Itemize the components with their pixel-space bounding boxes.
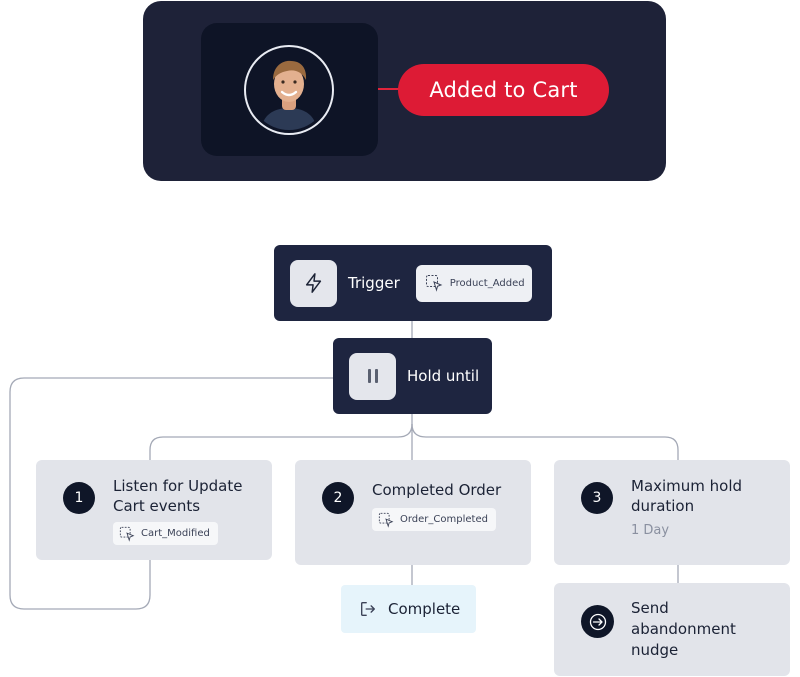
step-number-3: 3: [581, 482, 613, 514]
branch-2-title: Completed Order: [372, 481, 502, 499]
complete-label: Complete: [388, 600, 461, 618]
branch-card-2[interactable]: 2 Completed Order Order_Completed: [295, 460, 531, 565]
branch-2-event-chip[interactable]: Order_Completed: [372, 508, 496, 531]
cursor-select-icon: [119, 526, 135, 542]
pause-icon: [349, 352, 396, 400]
connector-loop: [9, 377, 333, 610]
complete-node[interactable]: Complete: [341, 585, 476, 633]
cursor-select-icon: [378, 512, 394, 528]
connector-branch-1: [149, 414, 413, 460]
branch-1-title-line2: Cart events: [113, 497, 201, 515]
branch-1-title-line1: Listen for Update: [113, 477, 243, 495]
send-nudge-card[interactable]: Send abandonment nudge: [554, 583, 790, 676]
trigger-event-chip[interactable]: Product_Added: [415, 264, 532, 302]
branch-3-title-line1: Maximum hold: [631, 477, 743, 495]
branch-1-event-chip[interactable]: Cart_Modified: [113, 522, 218, 545]
nudge-line3: nudge: [631, 641, 679, 659]
branch-card-1[interactable]: 1 Listen for Update Cart events Cart_Mod…: [36, 460, 272, 560]
branch-3-duration: 1 Day: [631, 523, 670, 538]
avatar: [244, 45, 334, 135]
nudge-line2: abandonment: [631, 620, 736, 638]
lightning-icon: [290, 259, 337, 307]
nudge-line1: Send: [631, 599, 669, 617]
step-number-2: 2: [322, 482, 354, 514]
arrow-right-circle-icon: [581, 605, 614, 638]
hold-until-label: Hold until: [407, 367, 480, 385]
trigger-label: Trigger: [348, 274, 400, 292]
connector-branch-3: [411, 423, 679, 460]
hero-connector: [378, 88, 400, 90]
exit-icon: [361, 602, 375, 616]
added-to-cart-pill: Added to Cart: [398, 64, 609, 116]
branch-3-title-line2: duration: [631, 497, 695, 515]
avatar-photo: [249, 50, 329, 130]
cursor-select-icon: [425, 275, 443, 292]
hold-until-node[interactable]: Hold until: [333, 338, 492, 414]
branch-card-3[interactable]: 3 Maximum hold duration 1 Day: [554, 460, 790, 565]
step-number-1: 1: [63, 482, 95, 514]
trigger-node[interactable]: Trigger Product_Added: [274, 245, 552, 321]
